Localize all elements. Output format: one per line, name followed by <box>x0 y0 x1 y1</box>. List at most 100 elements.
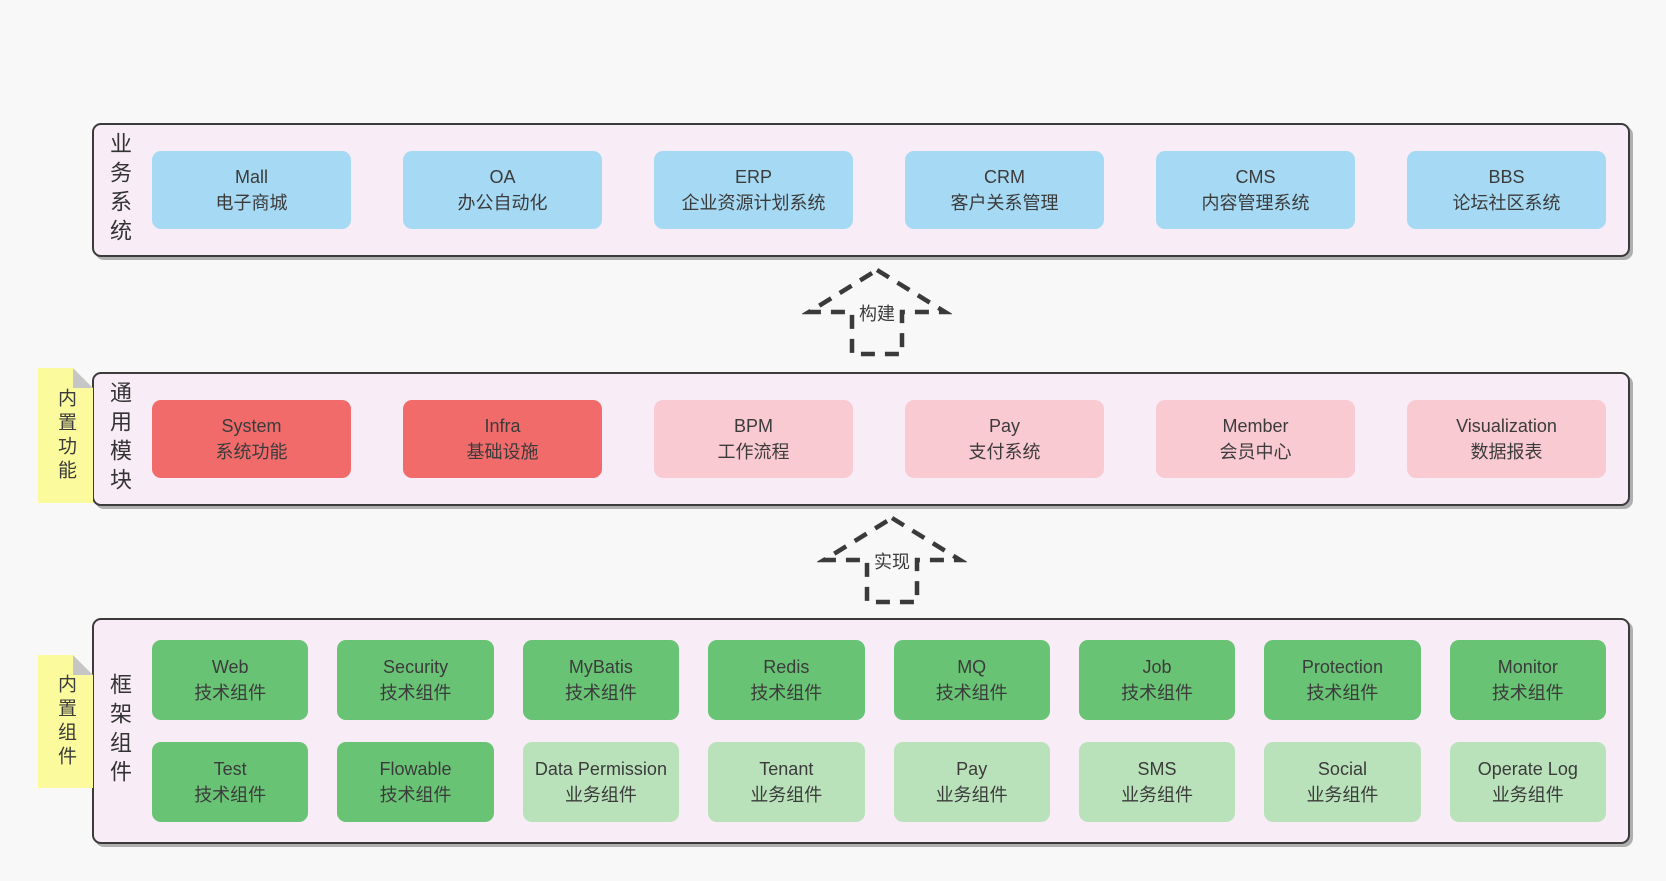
folded-corner-icon <box>73 368 93 388</box>
box-title: Security <box>383 656 449 677</box>
box-crm: CRM 客户关系管理 <box>905 151 1104 229</box>
box-title: Protection <box>1301 656 1383 677</box>
layer-framework-components: 框架组件 Web 技术组件 Security 技术组件 MyBatis 技术组件… <box>92 618 1630 844</box>
box-web: Web 技术组件 <box>152 640 309 720</box>
box-title: Social <box>1317 758 1367 779</box>
box-title: Pay <box>988 415 1021 436</box>
box-subtitle: 办公自动化 <box>457 193 548 213</box>
box-subtitle: 技术组件 <box>1491 683 1564 703</box>
folded-corner-icon <box>73 655 93 675</box>
box-title: Mall <box>234 166 268 187</box>
box-pay: Pay 支付系统 <box>905 400 1104 478</box>
layer-label-business: 业务系统 <box>107 132 132 248</box>
box-oa: OA 办公自动化 <box>403 151 602 229</box>
box-mybatis: MyBatis 技术组件 <box>522 640 680 720</box>
box-title: Pay <box>956 758 988 779</box>
box-subtitle: 业务组件 <box>1121 785 1194 805</box>
box-flowable: Flowable 技术组件 <box>337 742 494 822</box>
layer-label-modules: 通用模块 <box>107 381 132 497</box>
box-visualization: Visualization 数据报表 <box>1407 400 1606 478</box>
box-subtitle: 内容管理系统 <box>1201 193 1310 213</box>
dashed-up-arrow-icon <box>802 267 952 357</box>
box-title: MyBatis <box>568 656 633 677</box>
box-title: Monitor <box>1497 656 1558 677</box>
box-title: Member <box>1222 415 1289 436</box>
box-job: Job 技术组件 <box>1078 640 1236 720</box>
box-title: MQ <box>957 656 987 677</box>
arrow-implement: 实现 <box>817 514 967 606</box>
box-security: Security 技术组件 <box>337 640 494 720</box>
sticky-note-builtin-components: 内置组件 <box>38 655 93 788</box>
box-title: OA <box>489 166 516 187</box>
box-subtitle: 支付系统 <box>968 442 1041 462</box>
box-title: BPM <box>733 415 773 436</box>
dashed-up-arrow-icon <box>817 515 967 605</box>
sticky-note-label: 内置功能 <box>55 387 76 484</box>
box-title: Flowable <box>379 758 452 779</box>
box-title: Infra <box>484 415 521 436</box>
box-redis: Redis 技术组件 <box>708 640 865 720</box>
box-title: ERP <box>734 166 772 187</box>
box-operate-log: Operate Log 业务组件 <box>1449 742 1606 822</box>
arrow-label: 构建 <box>856 299 898 327</box>
box-title: SMS <box>1137 758 1177 779</box>
box-subtitle: 技术组件 <box>379 683 452 703</box>
framework-boxes-grid: Web 技术组件 Security 技术组件 MyBatis 技术组件 Redi… <box>136 620 1628 842</box>
box-bbs: BBS 论坛社区系统 <box>1407 151 1606 229</box>
box-subtitle: 系统功能 <box>215 442 288 462</box>
box-subtitle: 技术组件 <box>379 785 452 805</box>
layer-common-modules: 通用模块 System 系统功能 Infra 基础设施 BPM 工作流程 Pay… <box>92 372 1630 506</box>
box-subtitle: 业务组件 <box>564 785 637 805</box>
box-subtitle: 客户关系管理 <box>950 193 1059 213</box>
box-cms: CMS 内容管理系统 <box>1156 151 1355 229</box>
box-subtitle: 技术组件 <box>194 785 267 805</box>
box-title: Operate Log <box>1477 758 1578 779</box>
box-subtitle: 论坛社区系统 <box>1452 193 1561 213</box>
arrow-build: 构建 <box>802 266 952 358</box>
box-test: Test 技术组件 <box>152 742 309 822</box>
box-title: BBS <box>1488 166 1525 187</box>
box-title: Tenant <box>759 758 814 779</box>
box-system: System 系统功能 <box>152 400 351 478</box>
box-subtitle: 业务组件 <box>1491 785 1564 805</box>
box-title: System <box>221 415 282 436</box>
box-subtitle: 技术组件 <box>1306 683 1379 703</box>
box-subtitle: 业务组件 <box>935 785 1008 805</box>
box-title: Redis <box>763 656 810 677</box>
box-subtitle: 技术组件 <box>194 683 267 703</box>
box-subtitle: 工作流程 <box>717 442 790 462</box>
box-monitor: Monitor 技术组件 <box>1449 640 1606 720</box>
box-subtitle: 技术组件 <box>564 683 637 703</box>
box-subtitle: 数据报表 <box>1470 442 1543 462</box>
box-subtitle: 业务组件 <box>1306 785 1379 805</box>
box-member: Member 会员中心 <box>1156 400 1355 478</box>
business-boxes-row: Mall 电子商城 OA 办公自动化 ERP 企业资源计划系统 CRM 客户关系… <box>136 125 1628 255</box>
box-data-permission: Data Permission 业务组件 <box>522 742 680 822</box>
box-erp: ERP 企业资源计划系统 <box>654 151 853 229</box>
box-title: CMS <box>1235 166 1276 187</box>
box-bpm: BPM 工作流程 <box>654 400 853 478</box>
box-title: Web <box>211 656 249 677</box>
box-mall: Mall 电子商城 <box>152 151 351 229</box>
box-social: Social 业务组件 <box>1264 742 1421 822</box>
module-boxes-row: System 系统功能 Infra 基础设施 BPM 工作流程 Pay 支付系统… <box>136 374 1628 504</box>
box-subtitle: 技术组件 <box>1121 683 1194 703</box>
box-subtitle: 企业资源计划系统 <box>681 193 826 213</box>
box-subtitle: 基础设施 <box>466 442 539 462</box>
layer-business-systems: 业务系统 Mall 电子商城 OA 办公自动化 ERP 企业资源计划系统 CRM… <box>92 123 1630 257</box>
box-title: Visualization <box>1456 415 1557 436</box>
box-subtitle: 技术组件 <box>935 683 1008 703</box>
sticky-note-builtin-features: 内置功能 <box>38 368 93 503</box>
box-subtitle: 会员中心 <box>1219 442 1292 462</box>
box-infra: Infra 基础设施 <box>403 400 602 478</box>
box-protection: Protection 技术组件 <box>1264 640 1421 720</box>
arrow-label: 实现 <box>871 547 913 575</box>
sticky-note-label: 内置组件 <box>55 673 76 770</box>
box-mq: MQ 技术组件 <box>893 640 1050 720</box>
box-title: CRM <box>984 166 1025 187</box>
box-pay-biz: Pay 业务组件 <box>893 742 1050 822</box>
box-subtitle: 电子商城 <box>215 193 288 213</box>
box-subtitle: 业务组件 <box>750 785 823 805</box>
box-title: Data Permission <box>534 758 667 779</box>
layer-label-framework: 框架组件 <box>107 673 132 789</box>
